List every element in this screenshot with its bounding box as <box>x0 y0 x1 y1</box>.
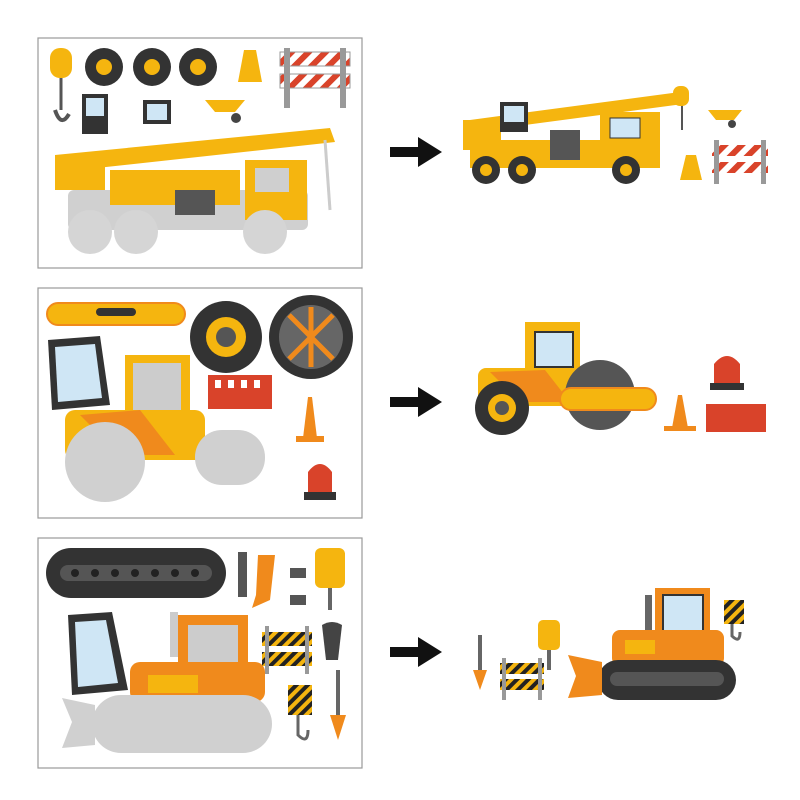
assembled-roller <box>475 322 766 435</box>
arrow-icon <box>390 637 442 667</box>
arrow-icon <box>390 387 442 417</box>
assembled-bulldozer <box>473 588 744 700</box>
wet-floor-sign-sticker <box>238 50 262 82</box>
arrow-icon <box>390 137 442 167</box>
cab-window-sticker <box>82 94 171 134</box>
crane-sticker-sheet <box>37 37 363 269</box>
assembled-crane <box>463 86 768 184</box>
tire-stickers <box>85 48 217 86</box>
barricade-sticker <box>279 48 351 108</box>
crane-body-sticker <box>55 128 335 254</box>
hook-sticker <box>50 48 72 122</box>
bulldozer-sticker-sheet <box>37 537 363 769</box>
wheelbarrow-sticker <box>205 100 245 123</box>
roller-sticker-sheet <box>37 287 363 519</box>
